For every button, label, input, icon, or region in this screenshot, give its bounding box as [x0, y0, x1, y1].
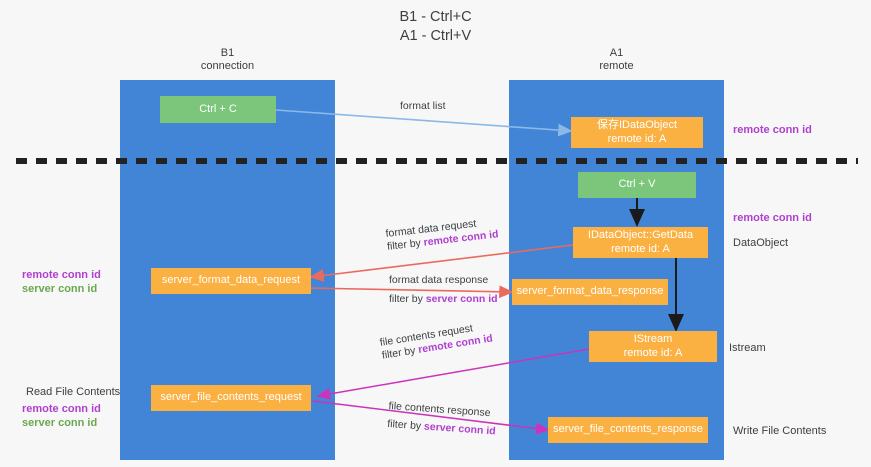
node-server-file-contents-request[interactable]: server_file_contents_request — [151, 385, 311, 411]
node-server-file-contents-response[interactable]: server_file_contents_response — [548, 417, 708, 443]
filter-prefix: filter by — [386, 417, 425, 433]
column-header-b1-role: connection — [200, 60, 255, 72]
node-server-format-data-response[interactable]: server_format_data_response — [512, 279, 668, 305]
node-ctrl-c-label: Ctrl + C — [199, 102, 237, 115]
annotation-right-top-remote-conn-id: remote conn id — [733, 124, 812, 136]
node-save-idataobject[interactable]: 保存IDataObject remote id: A — [571, 117, 703, 148]
annotation-left-middle: remote conn id server conn id — [22, 268, 101, 296]
edge-file-contents-request — [316, 348, 590, 400]
node-ctrl-c[interactable]: Ctrl + C — [160, 96, 276, 123]
filter-prefix: filter by — [389, 293, 426, 305]
annotation-right-mid-remote-conn-id: remote conn id — [733, 212, 812, 224]
annotation-istream: Istream — [729, 342, 766, 354]
node-save-idataobject-remote-id: remote id: A — [607, 132, 667, 145]
node-server-file-contents-request-label: server_file_contents_request — [160, 391, 302, 404]
node-server-format-data-request-label: server_format_data_request — [161, 274, 301, 287]
filter-key-server-conn-id: server conn id — [425, 293, 498, 305]
title-line-2: A1 - Ctrl+V — [399, 28, 472, 44]
node-ctrl-v[interactable]: Ctrl + V — [578, 172, 696, 198]
node-istream[interactable]: IStream remote id: A — [589, 331, 717, 362]
annotation-left-bottom-server: server conn id — [22, 417, 98, 429]
edge-label-format-data-response-filter: filter by server conn id — [389, 293, 498, 306]
node-istream-label: IStream — [633, 333, 673, 345]
node-idataobject-getdata-label: IDataObject::GetData — [587, 229, 694, 241]
annotation-left-middle-server: server conn id — [22, 283, 98, 295]
node-istream-remote-id: remote id: A — [623, 346, 683, 359]
edge-file-contents-response — [312, 400, 550, 435]
node-save-idataobject-label: 保存IDataObject — [596, 119, 678, 131]
diagram-title: B1 - Ctrl+C A1 - Ctrl+V — [0, 8, 871, 46]
column-header-b1-name: B1 — [220, 47, 235, 59]
edge-label-format-list: format list — [400, 100, 446, 112]
node-server-file-contents-response-label: server_file_contents_response — [553, 423, 703, 436]
edge-format-list — [275, 109, 573, 137]
column-header-a1: A1 remote — [509, 47, 724, 73]
node-ctrl-v-label: Ctrl + V — [618, 178, 656, 191]
annotation-dataobject: DataObject — [733, 237, 789, 249]
node-server-format-data-request[interactable]: server_format_data_request — [151, 268, 311, 294]
annotation-left-middle-remote: remote conn id — [22, 269, 101, 281]
node-server-format-data-response-label: server_format_data_response — [516, 285, 664, 298]
node-idataobject-getdata[interactable]: IDataObject::GetData remote id: A — [573, 227, 708, 258]
title-line-1: B1 - Ctrl+C — [399, 9, 472, 25]
edge-format-data-response — [306, 285, 514, 299]
annotation-read-file-contents: Read File Contents — [26, 386, 121, 398]
node-idataobject-getdata-remote-id: remote id: A — [611, 242, 670, 255]
column-header-b1: B1 connection — [120, 47, 335, 73]
column-header-a1-name: A1 — [609, 47, 624, 59]
column-header-a1-role: remote — [599, 60, 634, 72]
annotation-left-bottom-remote: remote conn id — [22, 403, 101, 415]
edge-format-data-request — [309, 244, 574, 282]
annotation-write-file-contents: Write File Contents — [733, 425, 827, 437]
edge-label-format-data-response-text: format data response — [389, 274, 489, 286]
edge-label-format-data-response: format data response filter by server co… — [389, 274, 498, 306]
annotation-left-bottom: remote conn id server conn id — [22, 402, 101, 430]
